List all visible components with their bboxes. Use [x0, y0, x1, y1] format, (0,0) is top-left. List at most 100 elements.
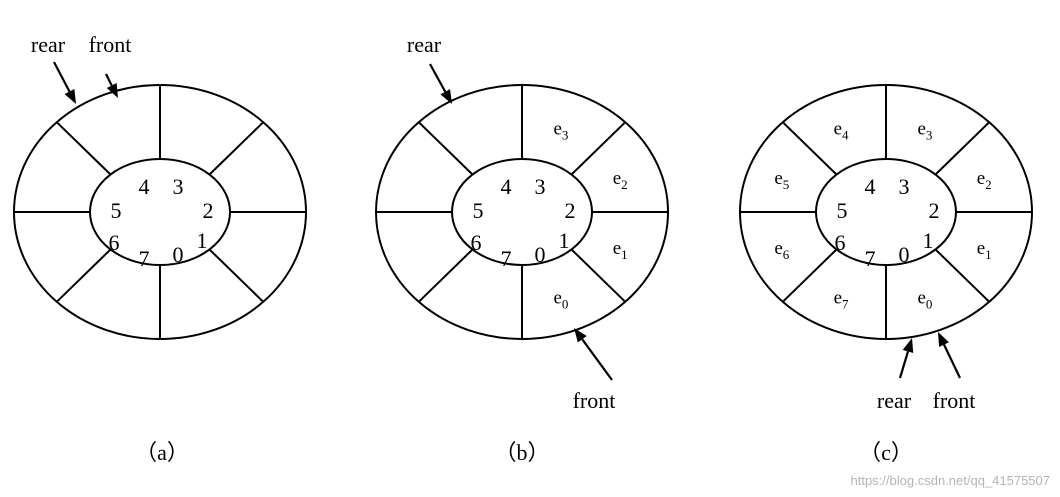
slot-divider [418, 121, 474, 176]
front-pointer-arrow [938, 332, 961, 379]
arrow-head [574, 328, 587, 343]
slot-divider [570, 248, 626, 303]
element-base: e [834, 288, 842, 309]
element-subscript: 1 [985, 247, 992, 262]
queue-element: e1 [977, 238, 992, 262]
queue-element: e6 [774, 238, 789, 262]
slot-index-2: 2 [929, 198, 940, 223]
element-base: e [613, 238, 621, 259]
slot-index-3: 3 [535, 174, 546, 199]
queue-element: e2 [613, 168, 628, 192]
arrow-shaft [53, 61, 71, 93]
front-pointer-label: front [89, 32, 132, 57]
front-pointer-arrow [105, 73, 118, 98]
rear-pointer-label: rear [877, 388, 912, 413]
element-subscript: 0 [562, 297, 569, 312]
slot-index-7: 7 [865, 246, 876, 271]
slot-index-0: 0 [899, 242, 910, 267]
element-base: e [917, 118, 925, 139]
slot-divider [56, 121, 112, 176]
element-subscript: 6 [783, 247, 790, 262]
slot-index-6: 6 [835, 230, 846, 255]
slot-index-2: 2 [565, 198, 576, 223]
element-subscript: 5 [783, 177, 790, 192]
slot-divider [208, 121, 264, 176]
slot-index-6: 6 [471, 230, 482, 255]
arrow-head [902, 338, 914, 353]
slot-divider [208, 248, 264, 303]
queue-element: e3 [553, 118, 568, 142]
queue-element: e5 [774, 168, 789, 192]
rear-pointer-arrow [53, 61, 76, 104]
element-subscript: 2 [621, 177, 628, 192]
element-subscript: 3 [926, 127, 933, 142]
slot-divider [418, 248, 474, 303]
front-pointer-label: front [573, 388, 616, 413]
element-base: e [553, 118, 561, 139]
slot-index-5: 5 [837, 198, 848, 223]
arrow-shaft [105, 73, 113, 86]
arrow-head [106, 83, 118, 98]
rear-pointer-arrow [898, 338, 914, 379]
front-pointer-arrow [574, 328, 613, 381]
element-subscript: 1 [621, 247, 628, 262]
element-subscript: 0 [926, 297, 933, 312]
element-subscript: 7 [842, 297, 849, 312]
arrow-shaft [898, 351, 910, 379]
slot-index-2: 2 [203, 198, 214, 223]
slot-divider [56, 248, 112, 303]
arrow-shaft [581, 338, 613, 381]
queue-element: e3 [917, 118, 932, 142]
slot-index-0: 0 [535, 242, 546, 267]
rear-pointer-arrow [429, 63, 452, 104]
arrow-shaft [943, 344, 961, 379]
queue-element: e7 [834, 288, 849, 312]
element-base: e [774, 238, 782, 259]
slot-index-6: 6 [109, 230, 120, 255]
slot-index-1: 1 [197, 228, 208, 253]
slot-index-4: 4 [865, 174, 876, 199]
arrow-head [440, 89, 452, 104]
slot-index-0: 0 [173, 242, 184, 267]
slot-index-1: 1 [559, 228, 570, 253]
element-base: e [553, 288, 561, 309]
slot-divider [934, 248, 990, 303]
diagram-caption: （a） [135, 440, 189, 465]
front-pointer-label: front [933, 388, 976, 413]
arrow-head [64, 89, 76, 104]
element-base: e [917, 288, 925, 309]
slot-index-3: 3 [899, 174, 910, 199]
element-subscript: 2 [985, 177, 992, 192]
slot-index-3: 3 [173, 174, 184, 199]
arrow-head [938, 332, 950, 348]
watermark: https://blog.csdn.net/qq_41575507 [851, 473, 1051, 488]
element-base: e [613, 168, 621, 189]
slot-index-4: 4 [501, 174, 512, 199]
diagram-caption: （b） [494, 440, 549, 465]
slot-divider [570, 121, 626, 176]
queue-element: e4 [834, 118, 849, 142]
slot-index-7: 7 [139, 246, 150, 271]
arrow-shaft [429, 63, 447, 93]
slot-index-5: 5 [473, 198, 484, 223]
element-base: e [834, 118, 842, 139]
element-subscript: 4 [842, 127, 849, 142]
slot-index-4: 4 [139, 174, 150, 199]
slot-divider [782, 121, 838, 176]
rear-pointer-label: rear [407, 32, 442, 57]
slot-index-1: 1 [923, 228, 934, 253]
queue-element: e0 [917, 288, 932, 312]
element-subscript: 3 [562, 127, 569, 142]
queue-element: e1 [613, 238, 628, 262]
diagram-caption: （c） [859, 440, 913, 465]
slot-index-5: 5 [111, 198, 122, 223]
element-base: e [774, 168, 782, 189]
slot-divider [934, 121, 990, 176]
element-base: e [977, 168, 985, 189]
rear-pointer-label: rear [31, 32, 66, 57]
